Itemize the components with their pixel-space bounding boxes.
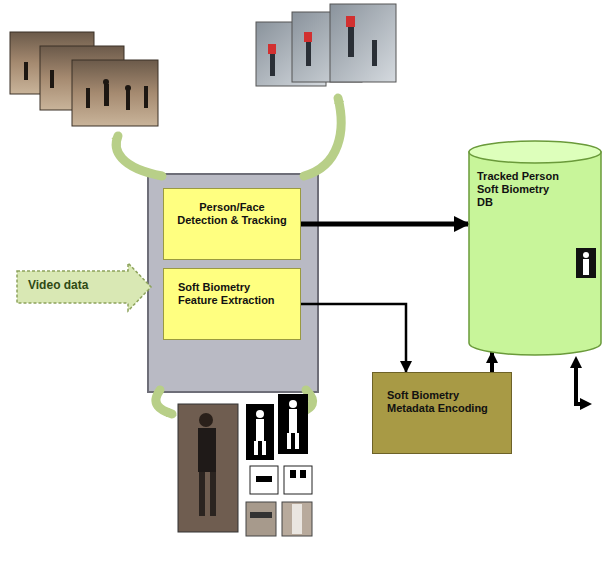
flow-connector — [490, 352, 494, 372]
video-frames — [10, 32, 158, 126]
node-label: Tracked Person Soft Biometry DB — [477, 170, 567, 209]
input-arrow: Video data — [16, 262, 152, 312]
node-label: Video data — [28, 278, 118, 292]
flow-arrows — [116, 98, 341, 414]
process-box: Person/Face Detection & Tracking — [163, 188, 301, 260]
database-cylinder: Tracked Person Soft Biometry DB — [468, 140, 602, 355]
process-box: Soft Biometry Metadata Encoding — [372, 372, 512, 454]
flow-connector — [301, 222, 468, 227]
node-label: Soft Biometry Feature Extraction — [178, 281, 278, 307]
flow-connector — [301, 304, 406, 372]
node-label: Person/Face Detection & Tracking — [174, 201, 290, 227]
video-frames — [256, 4, 396, 86]
node-label: Soft Biometry Metadata Encoding — [387, 389, 497, 415]
processing-panel — [148, 174, 318, 392]
process-box: Soft Biometry Feature Extraction — [163, 268, 301, 340]
db-access-arrow — [574, 362, 586, 404]
extracted-features — [178, 394, 312, 536]
